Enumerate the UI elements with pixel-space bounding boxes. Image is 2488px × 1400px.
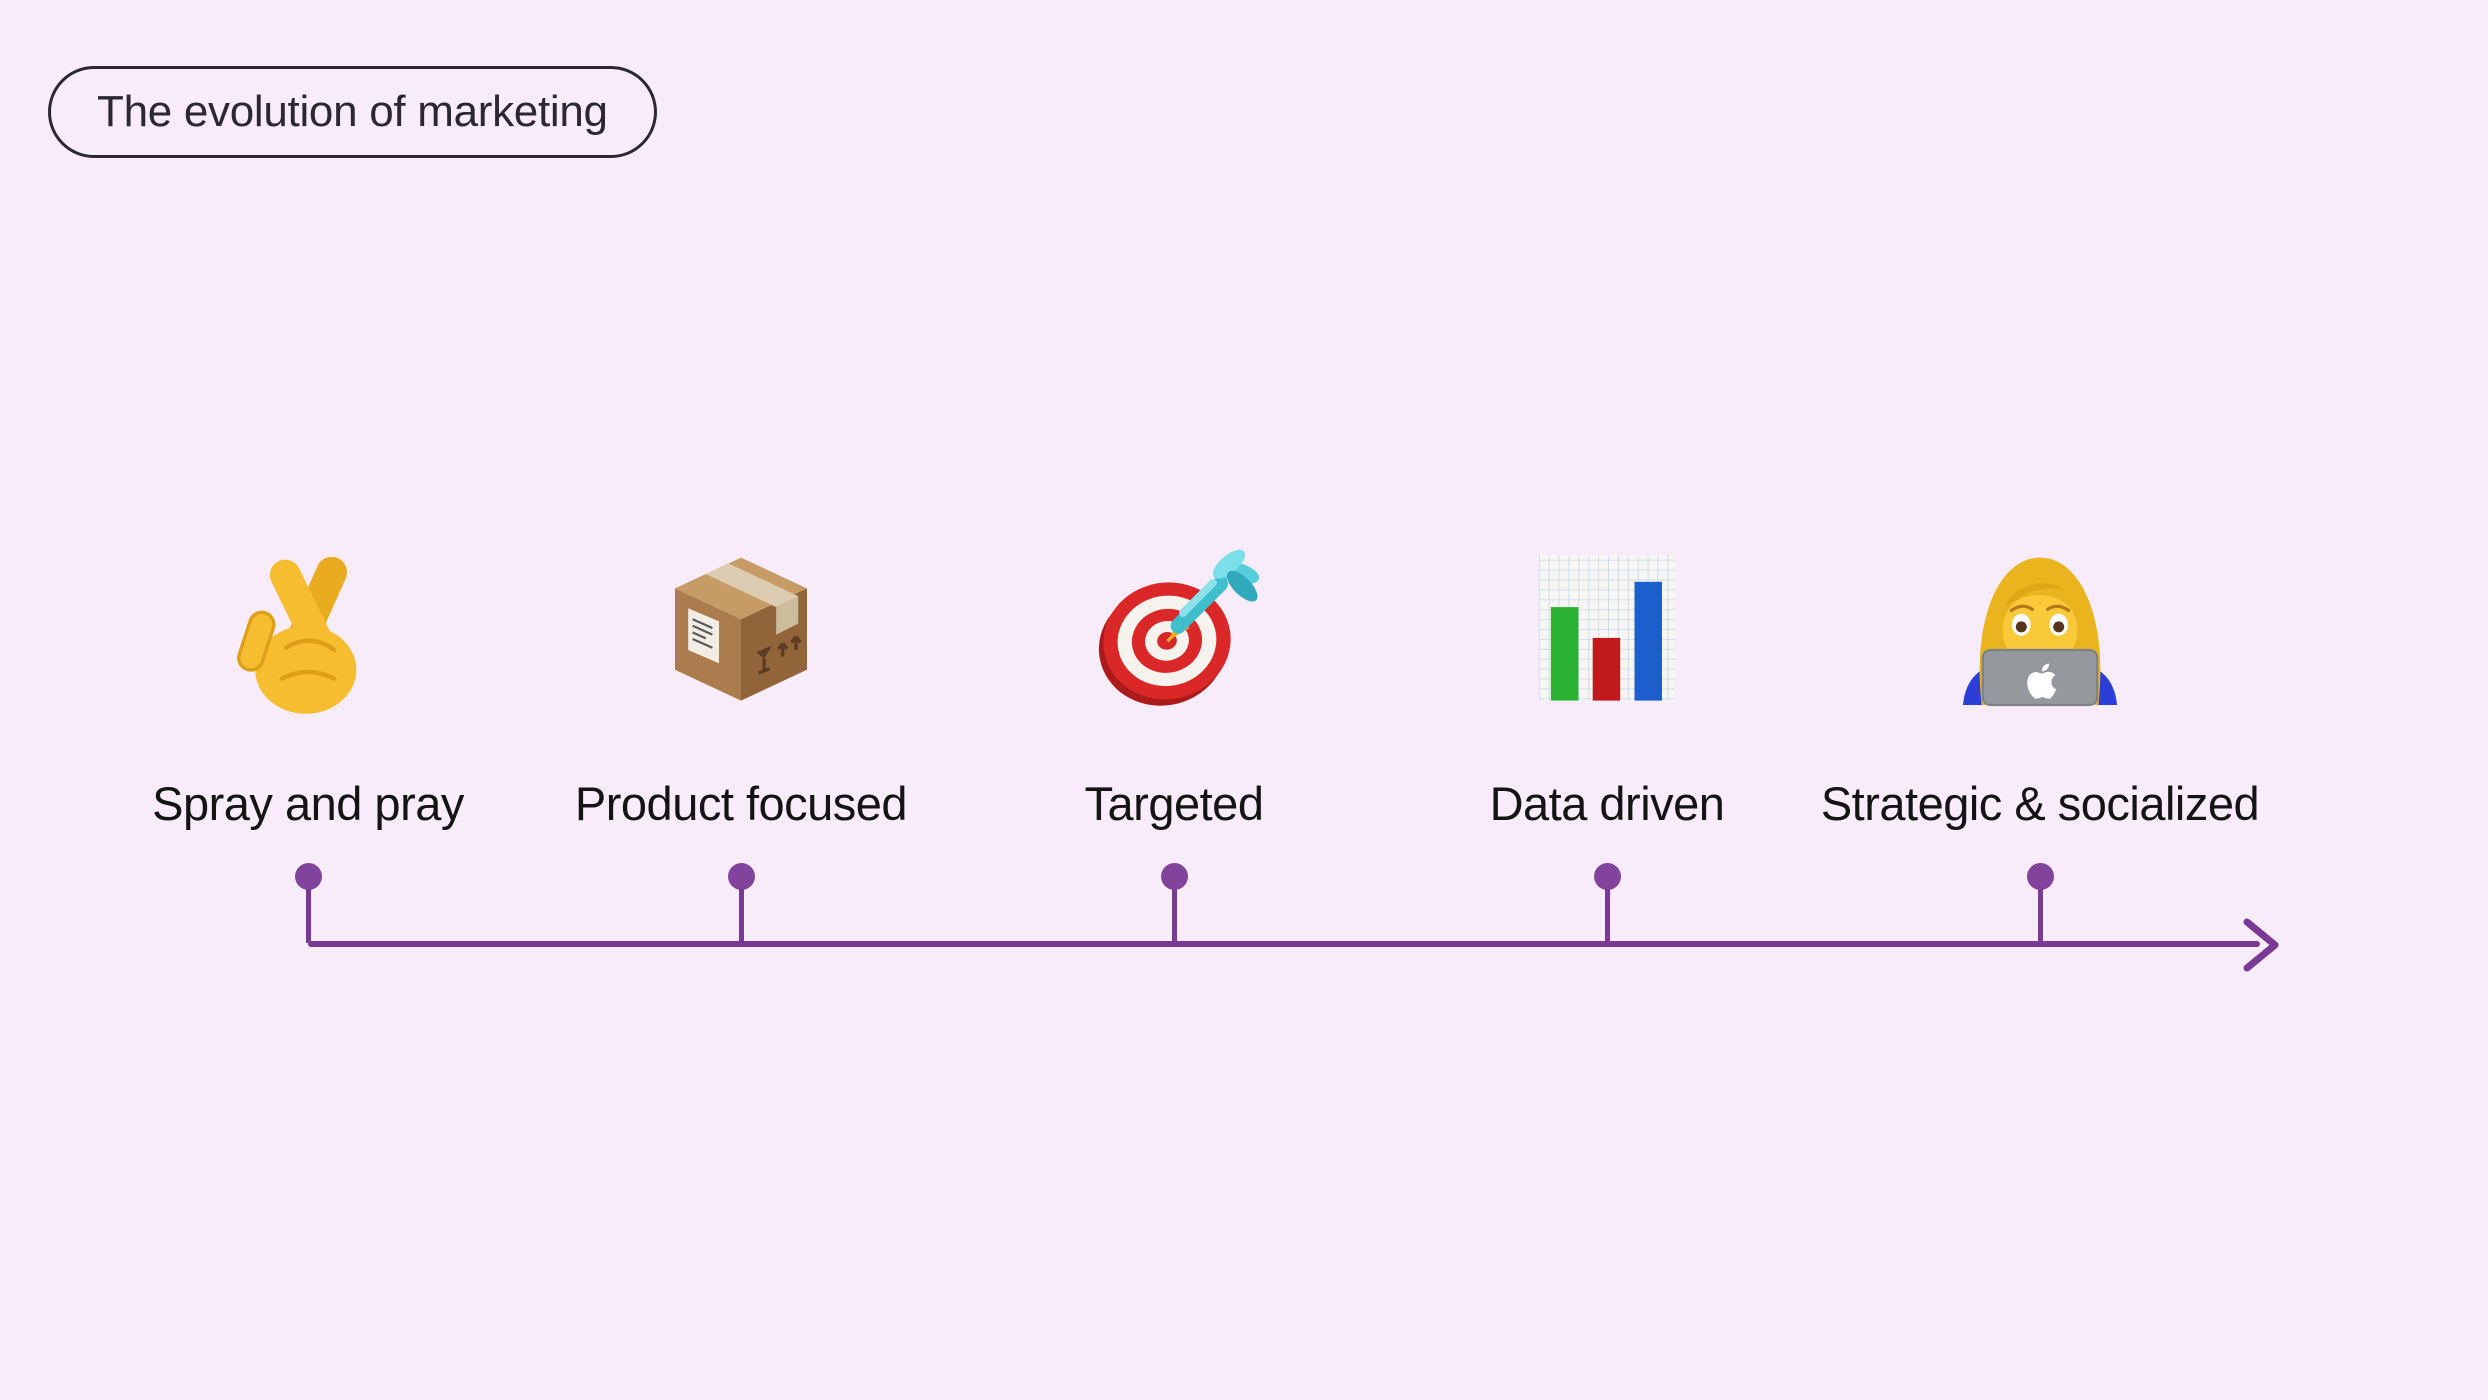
timeline-stem xyxy=(1171,889,1177,943)
stage-label: Data driven xyxy=(1489,777,1725,830)
timeline-stem xyxy=(2037,889,2043,943)
timeline-axis xyxy=(308,941,2260,947)
arrow-right-icon xyxy=(2243,918,2279,972)
crossed-fingers-icon xyxy=(220,540,396,716)
title-badge: The evolution of marketing xyxy=(48,66,657,158)
package-box-icon xyxy=(653,540,829,716)
title-text: The evolution of marketing xyxy=(97,87,608,136)
timeline-stem xyxy=(305,889,311,943)
timeline-stage: Product focused xyxy=(511,540,971,943)
dart-target-icon xyxy=(1086,540,1262,716)
timeline-dot xyxy=(294,863,322,890)
timeline-stem xyxy=(1604,889,1610,943)
timeline-dot xyxy=(1160,863,1188,890)
stage-label: Strategic & socialized xyxy=(1820,777,2260,830)
timeline-stage: Targeted xyxy=(944,540,1404,943)
timeline-stem xyxy=(738,889,744,943)
stage-label: Targeted xyxy=(1084,777,1264,830)
timeline-dot xyxy=(2026,863,2054,890)
timeline-dot xyxy=(727,863,755,890)
timeline-stage: Strategic & socialized xyxy=(1810,540,2270,943)
bar-chart-icon xyxy=(1519,540,1695,716)
woman-technologist-icon xyxy=(1952,540,2128,716)
timeline-dot xyxy=(1593,863,1621,890)
timeline-stage: Spray and pray xyxy=(78,540,538,943)
stage-label: Product focused xyxy=(574,777,908,830)
timeline-stage: Data driven xyxy=(1377,540,1837,943)
stage-label: Spray and pray xyxy=(152,777,464,830)
